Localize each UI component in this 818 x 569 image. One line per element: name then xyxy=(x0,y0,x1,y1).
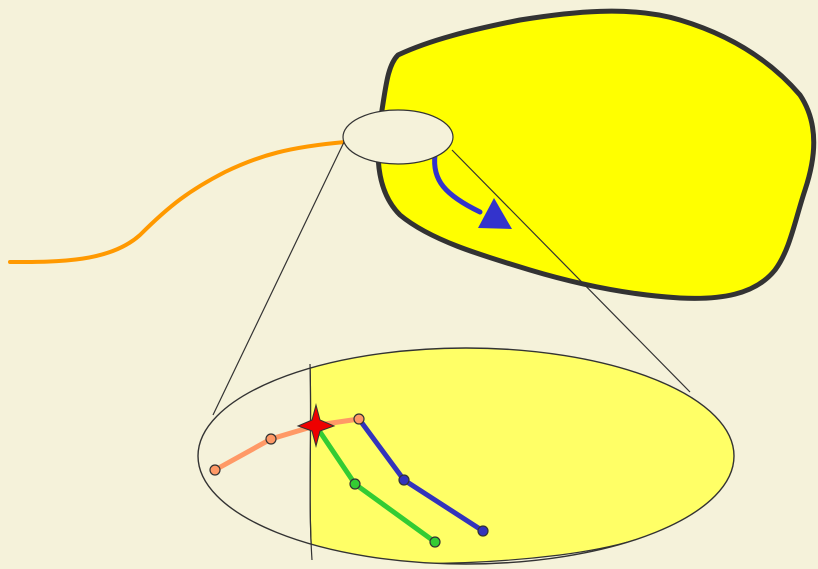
zoom-line-right xyxy=(451,149,691,393)
blue-curved-arrow-icon xyxy=(432,152,512,229)
zoom-ellipse xyxy=(197,347,735,565)
blue-point xyxy=(477,525,489,537)
green-point xyxy=(349,478,361,490)
salmon-trail xyxy=(212,416,362,473)
yellow-region xyxy=(375,8,817,301)
salmon-point xyxy=(353,413,365,425)
zoom-view xyxy=(197,347,735,565)
salmon-points xyxy=(209,413,365,476)
region-boundary-edge xyxy=(309,363,313,561)
blue-points xyxy=(398,474,489,537)
green-points xyxy=(349,478,441,548)
green-point xyxy=(429,536,441,548)
zoom-line-left xyxy=(212,139,346,416)
salmon-point xyxy=(209,464,221,476)
lens-ellipse xyxy=(342,109,454,165)
blue-point xyxy=(398,474,410,486)
zoomed-yellow-region xyxy=(309,348,734,564)
orange-path xyxy=(8,140,347,264)
red-star-icon xyxy=(296,403,336,448)
salmon-point xyxy=(265,433,277,445)
